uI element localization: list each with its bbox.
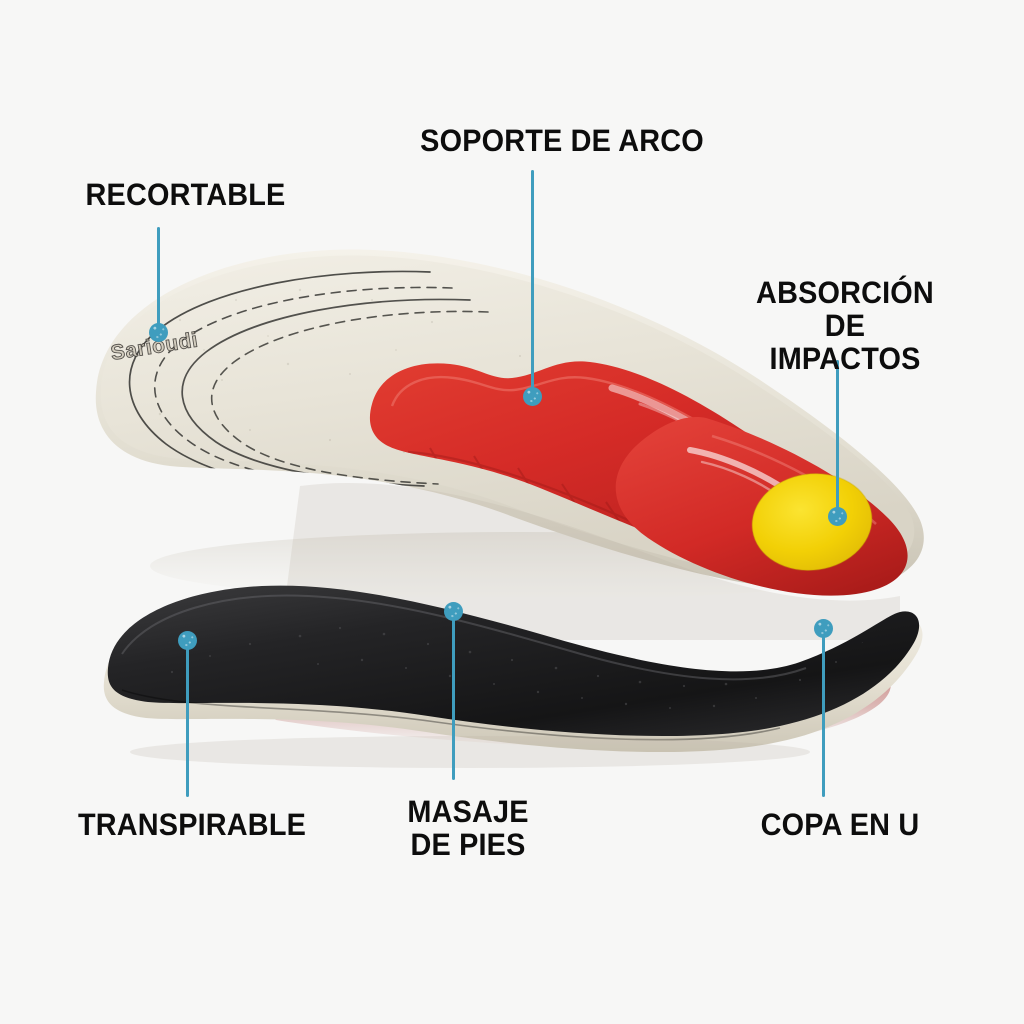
- marker-dot-absorcion-de-impactos[interactable]: [827, 506, 847, 526]
- callout-label-transpirable: TRANSPIRABLE: [77, 807, 307, 842]
- leader-line-transpirable: [186, 645, 189, 797]
- leader-line-absorcion-de-impactos: [836, 360, 839, 510]
- front-insole-black: [103, 585, 923, 768]
- marker-dot-transpirable[interactable]: [177, 630, 197, 650]
- marker-dot-soporte-de-arco[interactable]: [522, 386, 542, 406]
- callout-label-masaje-de-pies: MASAJE DE PIES: [407, 794, 529, 863]
- callout-label-recortable: RECORTABLE: [85, 177, 286, 212]
- marker-dot-recortable[interactable]: [148, 322, 168, 342]
- heel-cup-red: [615, 417, 908, 596]
- heel-gel-pad: [752, 473, 872, 571]
- back-insole-body: Sarioudi: [95, 249, 924, 640]
- leader-line-masaje-de-pies: [452, 615, 455, 780]
- marker-dot-masaje-de-pies[interactable]: [443, 601, 463, 621]
- leader-line-soporte-de-arco: [531, 170, 534, 392]
- marker-dot-copa-en-u[interactable]: [813, 618, 833, 638]
- callout-label-absorcion-de-impactos: ABSORCIÓN DE IMPACTOS: [756, 275, 934, 377]
- callout-label-copa-en-u: COPA EN U: [760, 807, 920, 842]
- callout-label-soporte-de-arco: SOPORTE DE ARCO: [420, 123, 704, 158]
- leader-line-copa-en-u: [822, 632, 825, 797]
- leader-line-recortable: [157, 227, 160, 330]
